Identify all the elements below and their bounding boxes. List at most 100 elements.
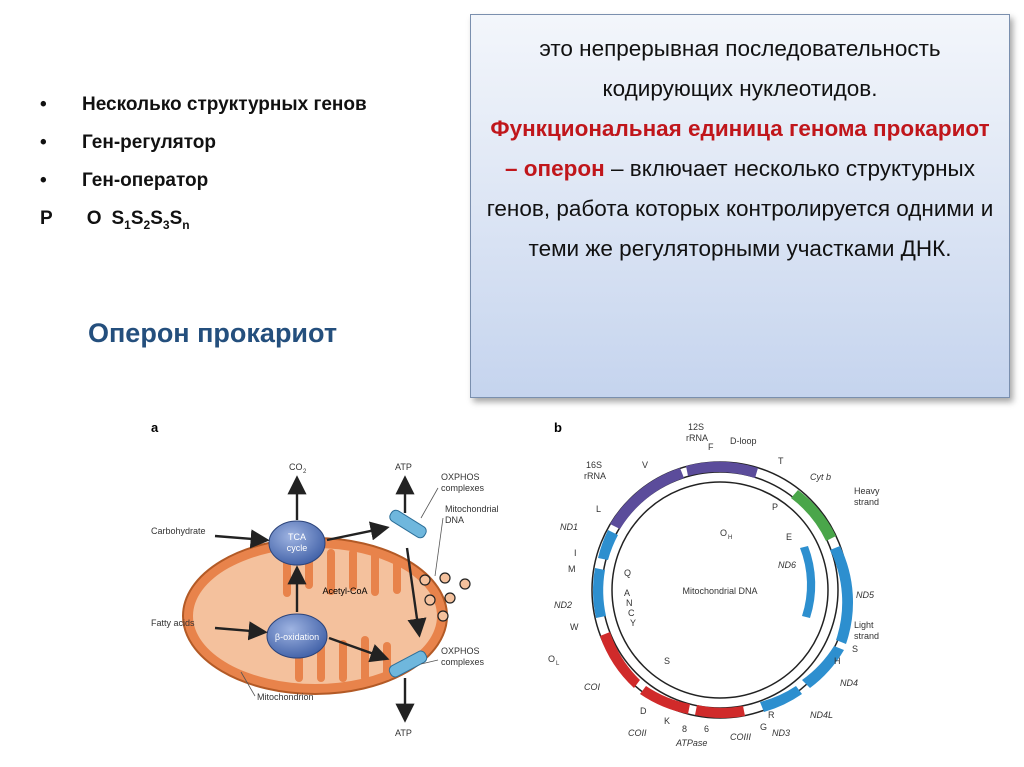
oxphos-complex-top [389, 509, 427, 539]
gene-label: rRNA [686, 433, 708, 443]
mtdna-center-label: Mitochondrial DNA [682, 586, 757, 596]
formula-sub: 1 [124, 217, 131, 232]
co2-label: CO [289, 462, 303, 472]
gene-label: 6 [704, 724, 709, 734]
bullet-text: Несколько структурных генов [82, 94, 367, 115]
gene-label: Q [624, 568, 631, 578]
rrna-12s-arc [686, 461, 758, 478]
gene-label: L [556, 661, 560, 667]
beta-oxidation-label: β-oxidation [275, 632, 319, 642]
gene-label: COI [584, 682, 601, 692]
panel-label-a: a [151, 420, 159, 435]
gene-label: 8 [682, 724, 687, 734]
gene-label: ND4 [840, 678, 858, 688]
bullet-dot: • [40, 132, 47, 153]
gene-label: L [596, 504, 601, 514]
gene-label: C [628, 608, 635, 618]
tca-label: cycle [287, 543, 308, 553]
nd6-arc [800, 546, 816, 618]
co2-sub: 2 [303, 469, 307, 475]
gene-label: K [664, 716, 670, 726]
gene-label: D-loop [730, 436, 757, 446]
gene-label: COIII [730, 732, 752, 742]
gene-label: strand [854, 631, 879, 641]
formula-s: S [150, 208, 163, 229]
definition-highlight: Функциональная единица генома прокариот … [490, 116, 990, 181]
gene-label: N [626, 598, 633, 608]
gene-label: T [778, 456, 784, 466]
bullet-item: • Ген-регулятор [40, 130, 440, 156]
gene-label: S [664, 656, 670, 666]
gene-label: Heavy [854, 486, 880, 496]
definition-box: это непрерывная последовательность кодир… [470, 14, 1010, 398]
gene-label: W [570, 622, 579, 632]
gene-label: I [574, 548, 577, 558]
oxphos-bottom-label: complexes [441, 657, 485, 667]
oxphos-top-label: OXPHOS [441, 472, 480, 482]
gene-label: ND2 [554, 600, 572, 610]
gene-label: S [852, 644, 858, 654]
atp-bottom-label: ATP [395, 728, 412, 738]
gene-label: ND6 [778, 560, 796, 570]
gene-label: 16S [586, 460, 602, 470]
leader-lines [240, 487, 444, 697]
gene-label: V [642, 460, 648, 470]
formula-promoter: P [40, 208, 53, 229]
formula-s: S [169, 208, 183, 229]
formula-operator: O [86, 208, 102, 229]
mtdna-map-diagram: b Mitochondrial DNA 12S rRNA F D-loop 16… [548, 420, 880, 748]
flow-arrows [214, 475, 427, 723]
rrna-16s-arc [610, 468, 684, 529]
gene-label: F [708, 442, 714, 452]
bullet-text: Ген-оператор [82, 170, 209, 191]
gene-label: H [728, 535, 732, 541]
formula-sub: 3 [162, 217, 170, 232]
diagram-labels: CO 2 ATP ATP OXPHOS complexes Mitochondr… [151, 462, 499, 738]
atp-top-label: ATP [395, 462, 412, 472]
mtdna-ring: Mitochondrial DNA [591, 461, 854, 719]
gene-label: Cyt b [810, 472, 831, 482]
mtdna-circles [419, 572, 471, 622]
gene-label: A [624, 588, 630, 598]
nd1-arc [598, 530, 618, 560]
gene-label: O [548, 654, 555, 664]
carbohydrate-label: Carbohydrate [151, 526, 206, 536]
gene-label: ATPase [675, 738, 707, 748]
gene-label: rRNA [584, 471, 606, 481]
gene-label: D [640, 706, 647, 716]
bullet-item: • Несколько структурных генов [40, 92, 440, 118]
nd4l-arc [760, 686, 802, 712]
gene-label: O [720, 528, 727, 538]
coiii-atpase-arc [695, 705, 745, 718]
gene-label: Light [854, 620, 874, 630]
gene-label: COII [628, 728, 647, 738]
gene-label: E [786, 532, 792, 542]
tca-label: TCA [288, 532, 306, 542]
cytb-arc [791, 490, 836, 541]
bullet-dot: • [40, 94, 47, 115]
gene-label: P [772, 502, 778, 512]
coi-arc [600, 632, 640, 688]
bullet-text: Ген-регулятор [82, 132, 217, 153]
formula-sub: 2 [143, 217, 151, 232]
gene-label: ND4L [810, 710, 833, 720]
gene-label: ND1 [560, 522, 578, 532]
panel-label-b: b [554, 420, 562, 435]
definition-rest: – включает несколько структурных генов, … [486, 156, 994, 261]
gene-label: H [834, 656, 841, 666]
gene-label: ND5 [856, 590, 875, 600]
formula-s: S [130, 208, 144, 229]
bullet-list-block: • Несколько структурных генов • Ген-регуля… [40, 92, 440, 238]
mitochondrion-diagram: a TCA cycle β-oxidation Acetyl-CoA CO 2 [151, 420, 499, 738]
gene-labels: 12S rRNA F D-loop 16S rRNA V T Cyt b Hea… [548, 422, 880, 748]
gene-label: Y [630, 618, 636, 628]
nd5-arc [830, 546, 854, 644]
oxphos-complex-bottom [388, 650, 428, 678]
mtdna-label: Mitochondrial [445, 504, 499, 514]
coii-arc [640, 686, 690, 714]
gene-label: G [760, 722, 767, 732]
oxphos-bottom-label: OXPHOS [441, 646, 480, 656]
bullet-item: •Ген-оператор [40, 168, 440, 194]
gene-label: ND3 [772, 728, 790, 738]
oxphos-top-label: complexes [441, 483, 485, 493]
